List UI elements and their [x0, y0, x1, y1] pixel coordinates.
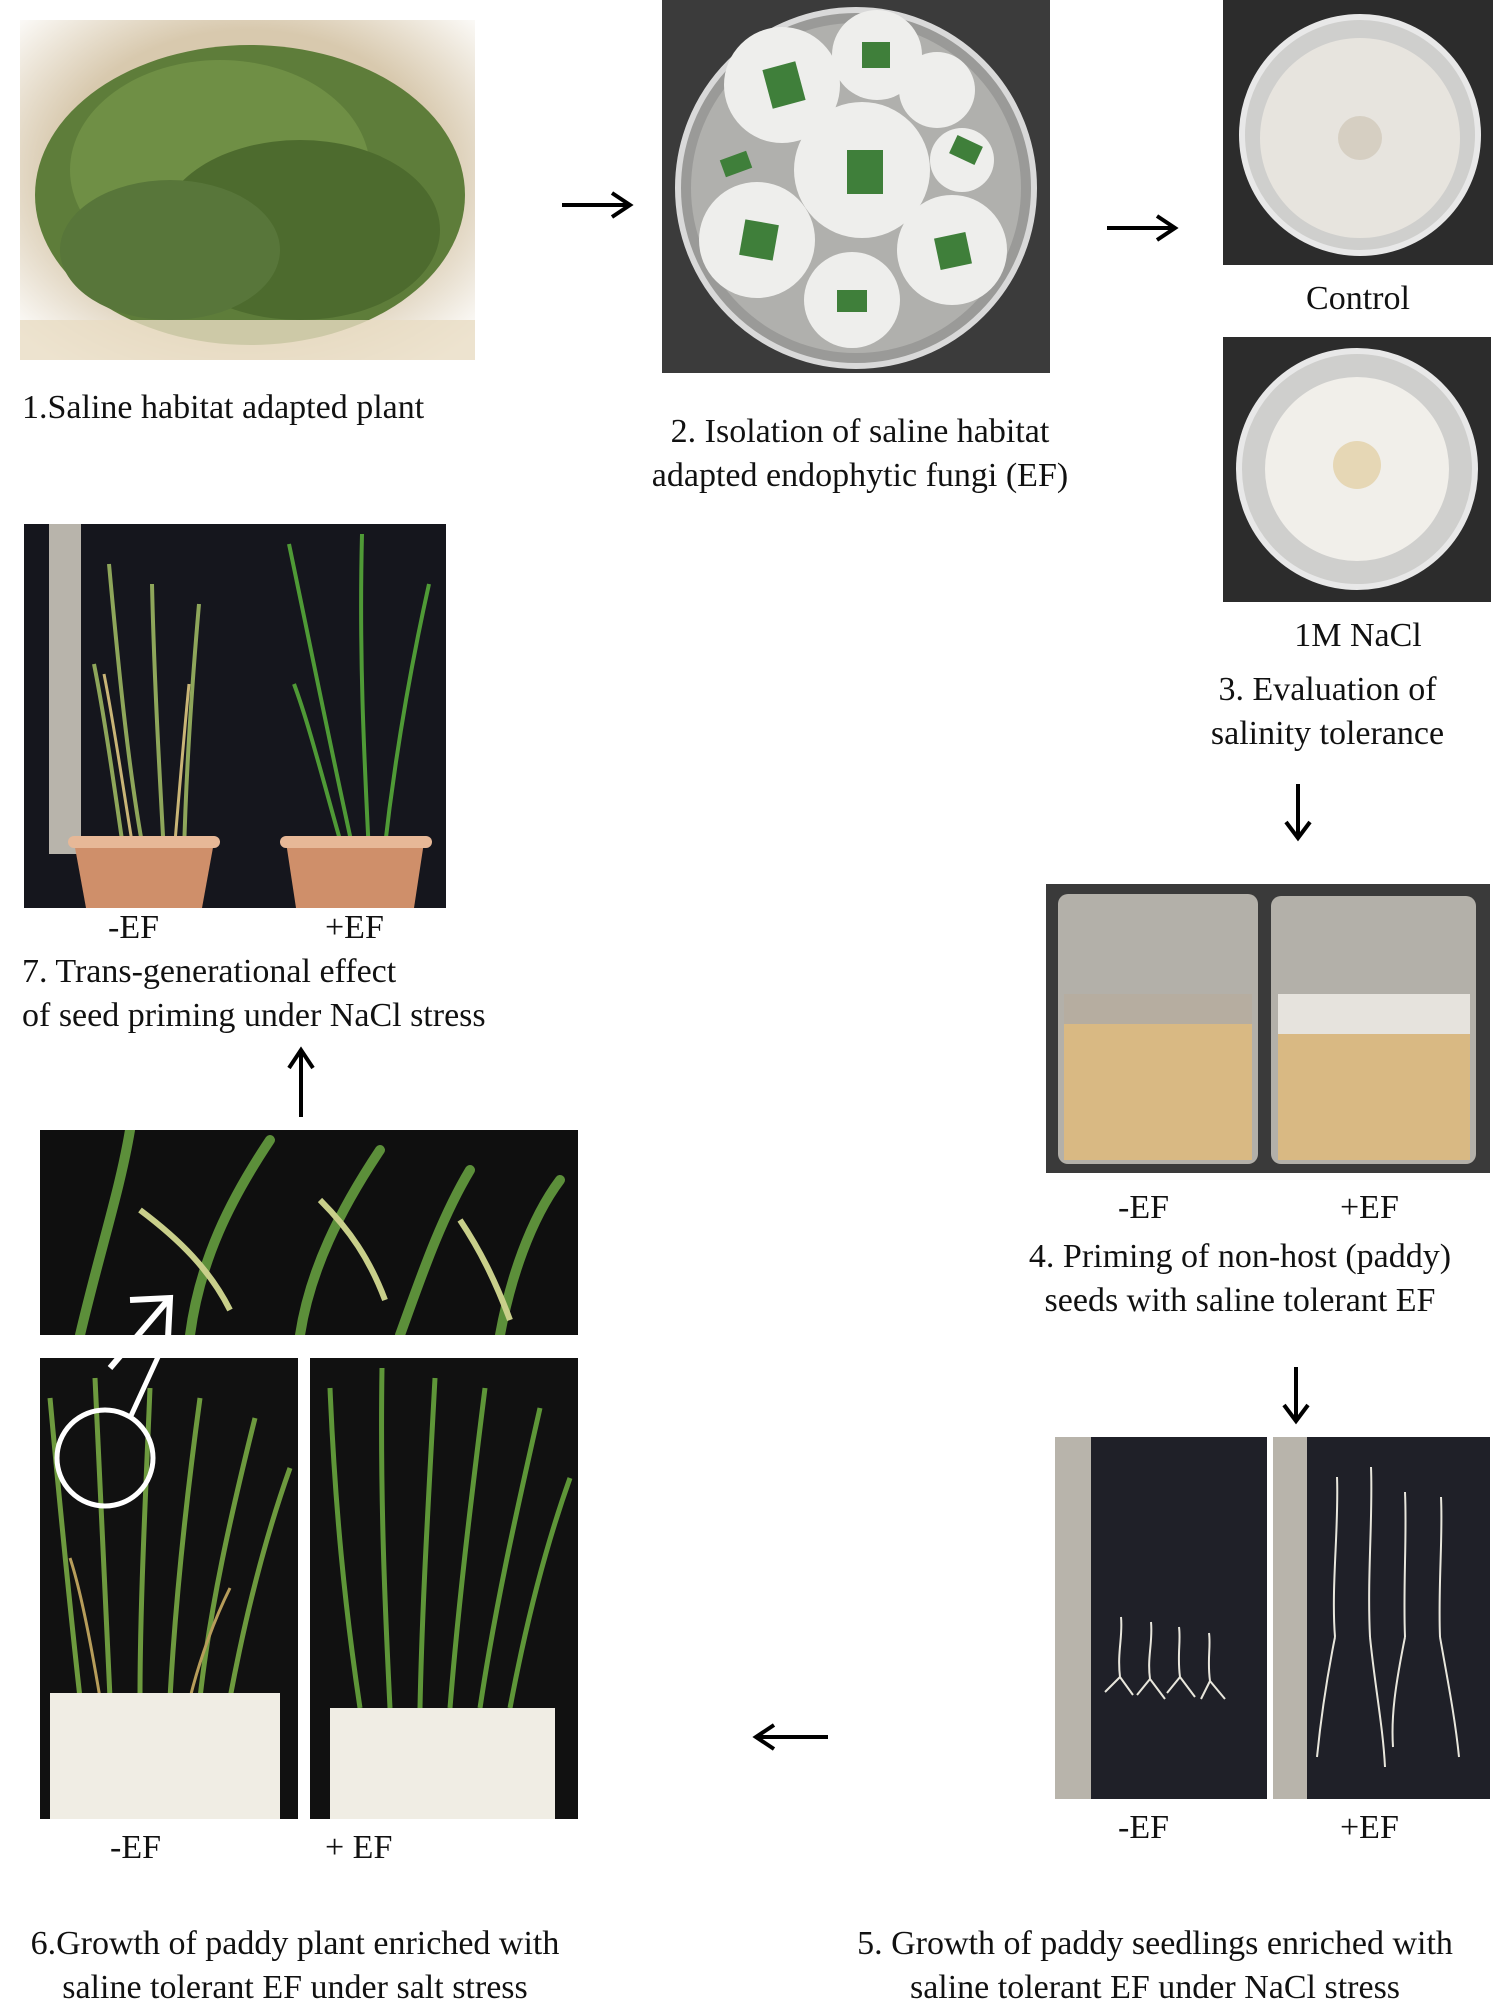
step-7-plus-ef-label: +EF: [325, 909, 384, 946]
arrow-down-icon: [1282, 1367, 1310, 1425]
step-5-plus-ef-label: +EF: [1340, 1809, 1399, 1846]
arrow-right-icon: [562, 191, 634, 219]
step-5-minus-ef-label: -EF: [1118, 1809, 1169, 1846]
control-plate-label: Control: [1306, 280, 1410, 317]
step-3-caption: 3. Evaluation of salinity tolerance: [1210, 671, 1445, 752]
nacl-plate-photo: [1223, 337, 1491, 602]
arrow-up-icon: [287, 1046, 315, 1117]
fungi-isolation-plate-photo: [662, 0, 1050, 373]
seedling-growth-photo: [1055, 1437, 1490, 1799]
step-7-minus-ef-label: -EF: [108, 909, 159, 946]
arrow-down-icon: [1284, 784, 1312, 842]
step-4-plus-ef-label: +EF: [1340, 1189, 1399, 1226]
paddy-plant-minus-ef-photo: [40, 1358, 298, 1819]
paddy-panicle-closeup-photo: [40, 1130, 578, 1335]
trans-generational-photo: [24, 524, 446, 908]
step-6-plus-ef-label: + EF: [325, 1829, 393, 1866]
step-5-caption: 5. Growth of paddy seedlings enriched wi…: [857, 1925, 1453, 2006]
paddy-plant-plus-ef-photo: [310, 1358, 578, 1819]
step-6-caption: 6.Growth of paddy plant enriched with sa…: [30, 1925, 560, 2006]
saline-plant-photo: [20, 20, 475, 360]
control-plate-photo: [1223, 0, 1493, 265]
zoom-arrow-icon: [107, 1294, 174, 1370]
step-6-minus-ef-label: -EF: [110, 1829, 161, 1866]
step-1-caption: 1.Saline habitat adapted plant: [22, 389, 425, 426]
arrow-right-icon: [1107, 214, 1179, 242]
step-7-caption: 7. Trans-generational effect of seed pri…: [22, 953, 486, 1034]
step-4-caption: 4. Priming of non-host (paddy) seeds wit…: [1028, 1238, 1452, 1319]
arrow-left-icon: [752, 1723, 828, 1751]
step-2-caption: 2. Isolation of saline habitat adapted e…: [651, 413, 1069, 494]
seed-priming-beakers-photo: [1046, 884, 1490, 1173]
step-4-minus-ef-label: -EF: [1118, 1189, 1169, 1226]
nacl-plate-label: 1M NaCl: [1294, 617, 1422, 654]
